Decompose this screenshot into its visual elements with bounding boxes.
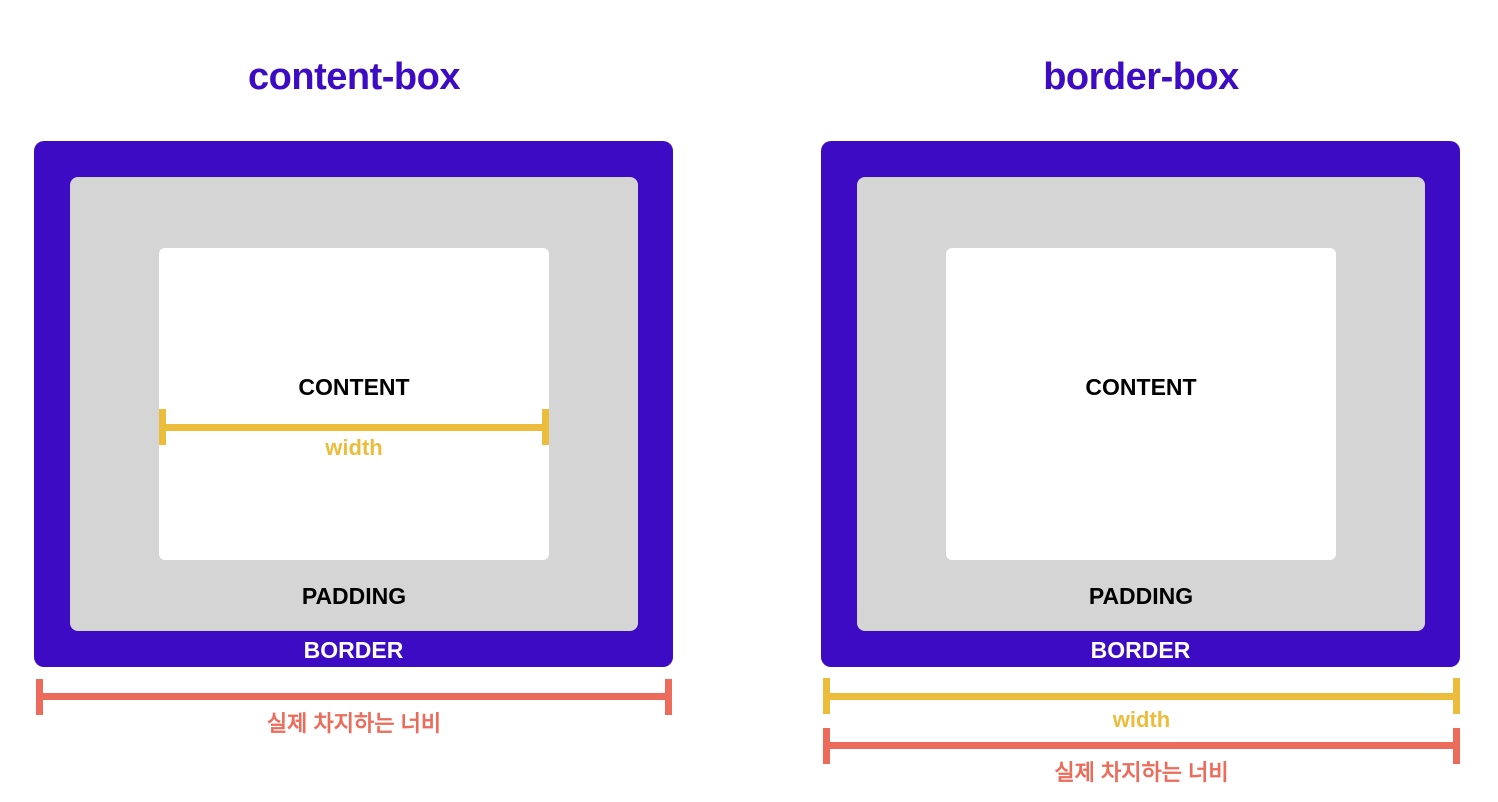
content-box-content-label: CONTENT (298, 374, 410, 400)
actual-width-marker-right-cap (665, 679, 672, 715)
border-box-actual-width-label: 실제 차지하는 너비 (1054, 760, 1229, 785)
content-box-title: content-box (248, 56, 460, 98)
border-box-width-marker (823, 678, 1460, 714)
border-box-title: border-box (1043, 56, 1239, 98)
border-box-content-label: CONTENT (1085, 374, 1197, 400)
width-marker-line (823, 693, 1460, 700)
border-box-border-label: BORDER (1090, 637, 1191, 663)
content-box-width-label: width (325, 435, 383, 460)
width-marker-line (159, 424, 549, 431)
border-box-padding-label: PADDING (1088, 583, 1194, 609)
width-marker-right-cap (542, 409, 549, 445)
content-box-border-label: BORDER (303, 637, 404, 663)
actual-width-marker-right-cap (1453, 728, 1460, 764)
border-box-border-area: CONTENT PADDING BORDER (821, 141, 1460, 667)
border-box-width-label: width (1112, 707, 1171, 732)
content-box-padding-area: CONTENT width PADDING (70, 177, 638, 631)
content-box-border-area: CONTENT width PADDING BORDER (34, 141, 673, 667)
content-box-padding-label: PADDING (301, 583, 407, 609)
content-box-width-marker (159, 409, 549, 445)
actual-width-marker-line (823, 742, 1460, 749)
border-box-actual-width-marker (823, 728, 1460, 764)
border-box-padding-area: CONTENT PADDING (857, 177, 1425, 631)
content-box-actual-width-label: 실제 차지하는 너비 (266, 711, 442, 736)
width-marker-right-cap (1453, 678, 1460, 714)
content-box-content-area: CONTENT width (159, 248, 549, 560)
border-box-content-area: CONTENT (946, 248, 1336, 560)
content-box-actual-width-marker (36, 679, 672, 715)
actual-width-marker-line (36, 693, 672, 700)
